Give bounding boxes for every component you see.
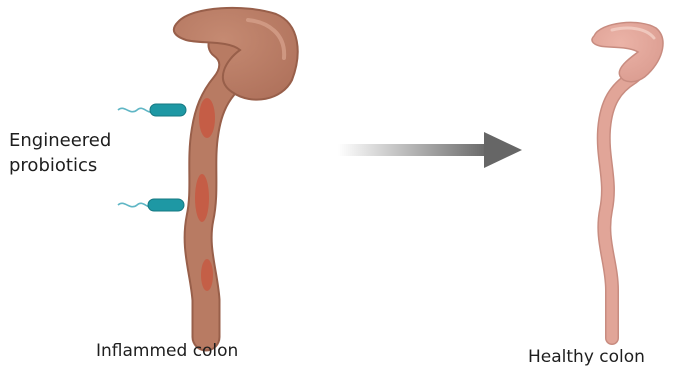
healthy-colon-lobe [592, 22, 663, 81]
inflamed-colon-label: Inflammed colon [96, 341, 238, 361]
arrow-shaft [338, 144, 486, 156]
healthy-colon [592, 22, 663, 338]
inflamed-patch [195, 174, 209, 222]
probiotic-bacterium [118, 199, 184, 211]
flagellum [118, 108, 155, 112]
bacterium-body [148, 199, 184, 211]
inflamed-colon [174, 8, 298, 337]
arrow-head [484, 132, 522, 168]
engineered-probiotics-label: Engineered probiotics [9, 128, 111, 178]
healthy-colon-label: Healthy colon [528, 347, 645, 367]
probiotics-label-line2: probiotics [9, 153, 111, 178]
probiotics-label-line1: Engineered [9, 128, 111, 153]
probiotic-bacterium [118, 104, 186, 116]
inflamed-colon-lobe [174, 8, 298, 100]
inflamed-patch [199, 98, 215, 138]
transition-arrow [338, 132, 522, 168]
inflamed-patch [201, 259, 213, 291]
bacterium-body [150, 104, 186, 116]
healthy-colon-tube [604, 42, 646, 338]
